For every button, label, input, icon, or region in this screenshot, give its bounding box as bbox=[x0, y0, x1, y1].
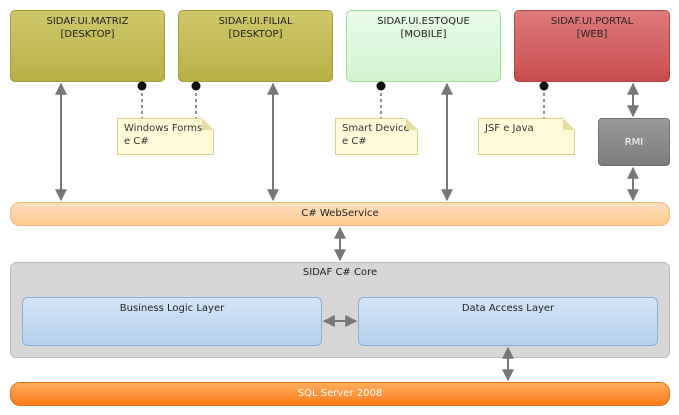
note-windows-forms-line1: Windows Forms bbox=[124, 123, 203, 134]
client-estoque-name: SIDAF.UI.ESTOQUE bbox=[377, 16, 470, 27]
client-portal-name: SIDAF.UI.PORTAL bbox=[550, 16, 634, 27]
client-portal-platform: [WEB] bbox=[576, 29, 608, 40]
data-access-layer-box: Data Access Layer bbox=[358, 297, 658, 346]
client-matriz-name: SIDAF.UI.MATRIZ bbox=[46, 16, 129, 27]
database-bar: SQL Server 2008 bbox=[10, 382, 670, 406]
note-smart-device-line1: Smart Device bbox=[342, 123, 410, 134]
client-matriz-platform: [DESKTOP] bbox=[60, 29, 115, 40]
note-smart-device-line2: e C# bbox=[342, 136, 367, 147]
client-filial-name: SIDAF.UI.FILIAL bbox=[218, 16, 293, 27]
rmi-box: RMI bbox=[598, 118, 670, 166]
core-title: SIDAF C# Core bbox=[302, 267, 378, 278]
note-windows-forms-line2: e C# bbox=[124, 136, 149, 147]
note-jsf-java-line1: JSF e Java bbox=[485, 123, 534, 134]
webservice-label: C# WebService bbox=[301, 208, 379, 219]
client-filial-box: SIDAF.UI.FILIAL [DESKTOP] bbox=[178, 10, 333, 82]
note-anchor-estoque bbox=[376, 81, 386, 91]
webservice-bar: C# WebService bbox=[10, 202, 670, 226]
client-filial-platform: [DESKTOP] bbox=[228, 29, 283, 40]
client-estoque-box: SIDAF.UI.ESTOQUE [MOBILE] bbox=[346, 10, 501, 82]
note-jsf-java: JSF e Java bbox=[478, 118, 575, 155]
client-portal-box: SIDAF.UI.PORTAL [WEB] bbox=[514, 10, 670, 82]
database-label: SQL Server 2008 bbox=[297, 388, 383, 399]
note-anchor-filial bbox=[191, 81, 201, 91]
business-logic-layer-label: Business Logic Layer bbox=[119, 303, 225, 314]
client-matriz-box: SIDAF.UI.MATRIZ [DESKTOP] bbox=[10, 10, 165, 82]
data-access-layer-label: Data Access Layer bbox=[461, 303, 555, 314]
note-smart-device: Smart Device e C# bbox=[335, 118, 418, 155]
rmi-label: RMI bbox=[624, 137, 644, 148]
note-anchor-matriz bbox=[137, 81, 147, 91]
note-anchor-portal bbox=[539, 81, 549, 91]
client-estoque-platform: [MOBILE] bbox=[400, 29, 447, 40]
business-logic-layer-box: Business Logic Layer bbox=[22, 297, 322, 346]
note-windows-forms: Windows Forms e C# bbox=[117, 118, 214, 155]
